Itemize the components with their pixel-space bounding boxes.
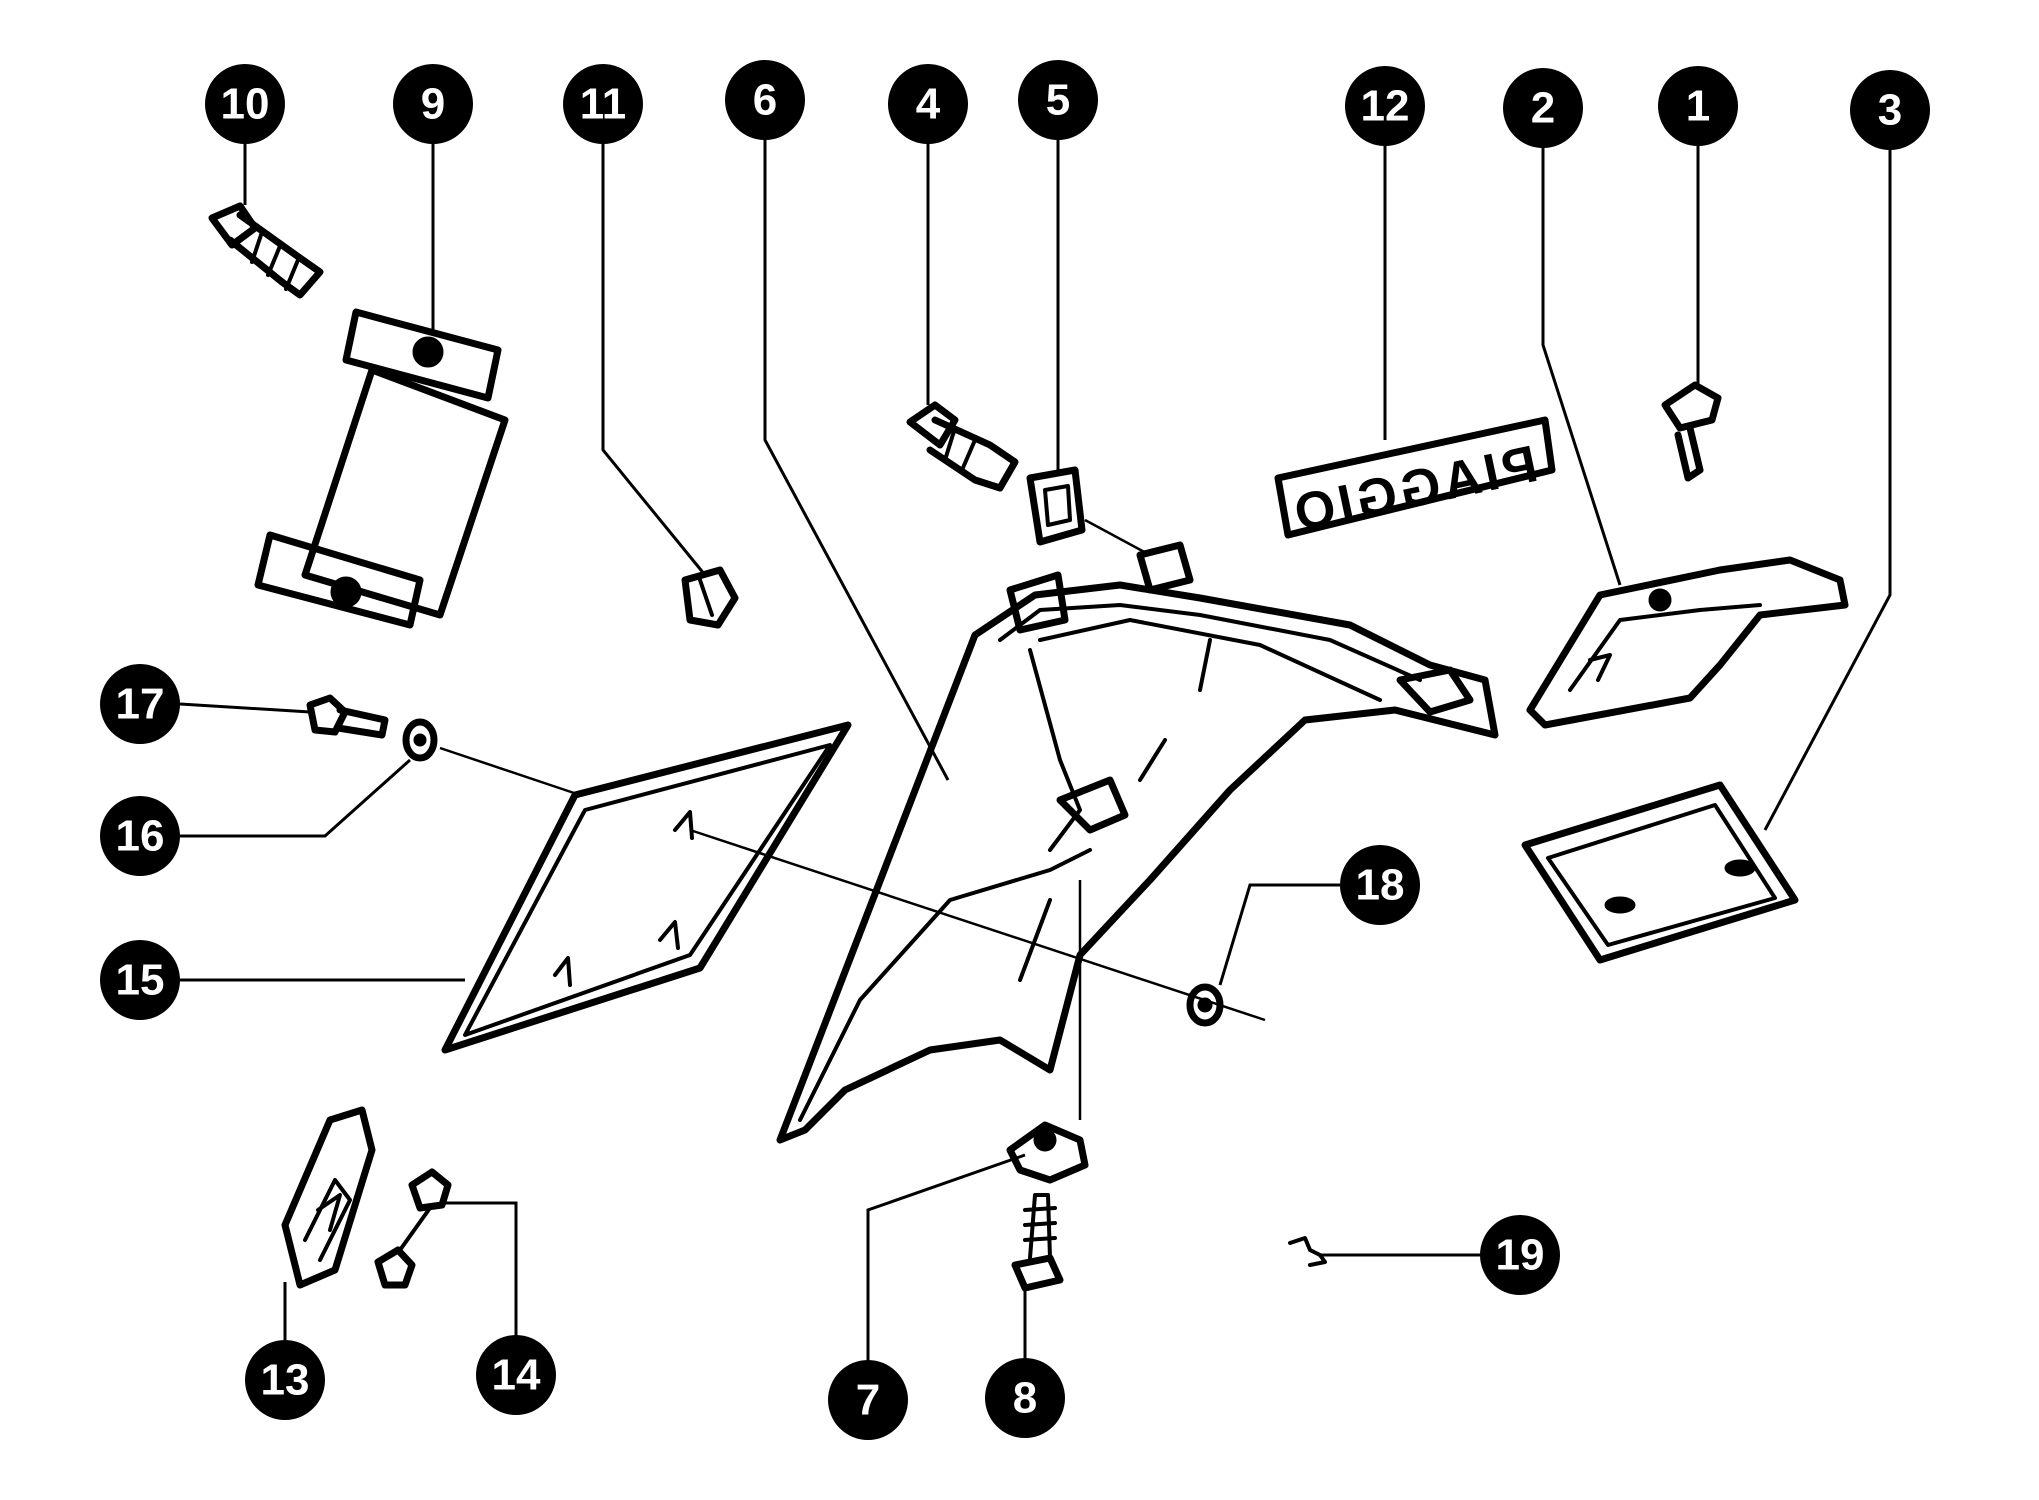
part-11-clip — [681, 566, 739, 629]
callout-16: 16 — [100, 796, 180, 876]
callout-4: 4 — [888, 64, 968, 144]
callout-7: 7 — [828, 1360, 908, 1440]
callout-10-label: 10 — [221, 80, 270, 129]
part-17-screw — [306, 694, 389, 739]
callout-12: 12 — [1345, 66, 1425, 146]
callout-19: 19 — [1480, 1215, 1560, 1295]
callout-6-label: 6 — [753, 76, 777, 125]
part-10-bolt — [208, 202, 324, 299]
callout-3-label: 3 — [1878, 86, 1902, 135]
callout-17: 17 — [100, 664, 180, 744]
callout-1: 1 — [1658, 66, 1738, 146]
part-7-knob — [1006, 1121, 1089, 1184]
callout-16-label: 16 — [116, 812, 165, 861]
part-2-bracket — [1526, 556, 1849, 729]
callout-5-label: 5 — [1046, 76, 1070, 125]
part-12-nameplate: PIAGGIO — [1274, 416, 1556, 544]
part-19-clip — [1288, 1236, 1327, 1267]
part-1-screw — [1661, 381, 1722, 482]
callout-7-label: 7 — [856, 1376, 880, 1425]
callout-9: 9 — [393, 64, 473, 144]
callout-18: 18 — [1340, 845, 1420, 925]
callout-10: 10 — [205, 64, 285, 144]
callout-2: 2 — [1503, 68, 1583, 148]
callout-13-label: 13 — [261, 1356, 310, 1405]
part-13-emblem — [281, 1106, 376, 1289]
callout-8-label: 8 — [1013, 1374, 1037, 1423]
assembly-axes — [439, 518, 1266, 1120]
callout-15: 15 — [100, 940, 180, 1020]
callout-3: 3 — [1850, 70, 1930, 150]
leader-lines — [179, 100, 1892, 1370]
callout-14: 14 — [476, 1335, 556, 1415]
part-9-bracket — [254, 308, 509, 629]
callout-1-label: 1 — [1686, 82, 1710, 131]
part-14-nuts — [374, 1168, 452, 1289]
callout-5: 5 — [1018, 60, 1098, 140]
part-8-screw — [1011, 1193, 1064, 1292]
callout-2-label: 2 — [1531, 84, 1555, 133]
callout-12-label: 12 — [1361, 82, 1410, 131]
callout-17-label: 17 — [116, 680, 165, 729]
callout-4-label: 4 — [916, 80, 941, 129]
callout-19-label: 19 — [1496, 1231, 1545, 1280]
part-15-panel — [441, 721, 852, 1054]
part-4-bolt — [906, 401, 1019, 492]
part-3-plate — [1521, 781, 1799, 964]
part-16-washer — [402, 718, 438, 762]
callout-9-label: 9 — [421, 80, 445, 129]
callout-11: 11 — [563, 64, 643, 144]
callout-8: 8 — [985, 1358, 1065, 1438]
callout-6: 6 — [725, 60, 805, 140]
part-18-nut — [1186, 983, 1224, 1027]
callout-15-label: 15 — [116, 956, 165, 1005]
callout-11-label: 11 — [580, 80, 627, 129]
part-6-body-shield — [776, 541, 1499, 1144]
callout-13: 13 — [245, 1340, 325, 1420]
callouts: 10 9 11 6 4 5 12 2 — [100, 60, 1930, 1440]
part-5-spacer — [1026, 466, 1086, 546]
callout-18-label: 18 — [1356, 861, 1405, 910]
callout-14-label: 14 — [492, 1351, 541, 1400]
